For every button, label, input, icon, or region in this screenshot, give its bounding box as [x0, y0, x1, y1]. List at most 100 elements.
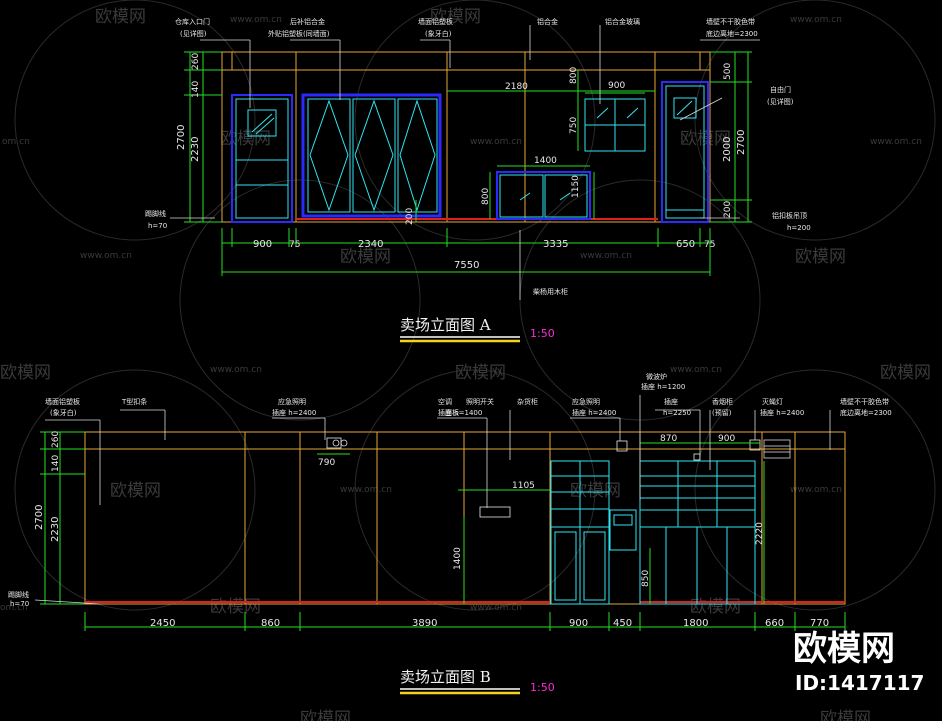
svg-text:插座 h=2400: 插座 h=2400	[760, 408, 804, 417]
svg-text:插座 h=2400: 插座 h=2400	[572, 408, 616, 417]
svg-text:www.om.cn: www.om.cn	[80, 251, 132, 261]
elevation-b-grocery-cabinet	[550, 460, 637, 605]
svg-text:2180: 2180	[505, 82, 528, 92]
svg-text:底边离地=2300: 底边离地=2300	[706, 29, 758, 38]
svg-text:260: 260	[51, 431, 61, 448]
elevation-b-fixtures	[326, 437, 791, 518]
svg-text:1400: 1400	[534, 156, 557, 166]
svg-text:www.om.cn: www.om.cn	[580, 251, 632, 261]
svg-text:欧模网: 欧模网	[340, 247, 391, 267]
svg-text:75: 75	[289, 240, 300, 250]
svg-text:墙面铝塑板: 墙面铝塑板	[45, 397, 80, 406]
svg-text:www.om.cn: www.om.cn	[470, 137, 522, 147]
svg-text:800: 800	[481, 188, 491, 205]
svg-text:香烟柜: 香烟柜	[712, 397, 733, 406]
svg-text:欧模网: 欧模网	[210, 597, 261, 617]
svg-text:插座 h=2400: 插座 h=2400	[272, 408, 316, 417]
elevation-b-leaders	[34, 395, 831, 605]
elevation-b-wall	[84, 431, 846, 605]
svg-text:870: 870	[660, 434, 677, 444]
svg-text:灭蝇灯: 灭蝇灯	[762, 397, 783, 406]
svg-text:www.om.cn: www.om.cn	[340, 485, 392, 495]
svg-text:铝合金: 铝合金	[537, 17, 558, 26]
svg-text:800: 800	[569, 67, 579, 84]
svg-text:微波炉: 微波炉	[646, 372, 667, 381]
svg-text:墙面铝塑板: 墙面铝塑板	[418, 17, 453, 26]
svg-text:om.cn: om.cn	[2, 137, 30, 147]
svg-text:仓库入口门: 仓库入口门	[175, 17, 210, 26]
svg-text:www.om.cn: www.om.cn	[670, 365, 722, 375]
svg-text:欧模网: 欧模网	[220, 129, 271, 149]
svg-text:1150: 1150	[571, 175, 581, 198]
svg-text:h=70: h=70	[10, 600, 29, 608]
svg-text:www.om.cn: www.om.cn	[210, 365, 262, 375]
svg-text:2700: 2700	[736, 130, 747, 155]
svg-text:欧模网: 欧模网	[880, 363, 931, 383]
elevation-a-base-cabinet	[496, 171, 591, 220]
svg-text:7550: 7550	[454, 260, 479, 271]
svg-text:插座 h=1200: 插座 h=1200	[641, 382, 685, 391]
svg-text:2220: 2220	[755, 522, 765, 545]
site-logo-id: ID:1417117	[795, 671, 924, 695]
watermark-text: 欧模网 www.om.cn 欧模网 www.om.cn 欧模网 www.om.c…	[0, 7, 931, 721]
elevation-b-scale: 1:50	[530, 681, 555, 694]
svg-text:欧模网: 欧模网	[795, 247, 846, 267]
svg-text:踢脚线: 踢脚线	[145, 209, 166, 218]
elevation-a-title-text: 卖场立面图 A	[400, 316, 491, 334]
svg-text:790: 790	[318, 458, 335, 468]
elevation-b-title: 卖场立面图 B 1:50	[400, 668, 555, 695]
site-logo: 欧模网 ID:1417117	[793, 629, 924, 695]
svg-text:插座 h=1400: 插座 h=1400	[438, 408, 482, 417]
svg-text:应急照明: 应急照明	[572, 397, 600, 406]
svg-text:1105: 1105	[512, 481, 535, 491]
elevation-a-swing-door	[661, 81, 709, 223]
svg-text:欧模网: 欧模网	[820, 709, 871, 721]
svg-text:墙壁不干胶色带: 墙壁不干胶色带	[840, 397, 889, 406]
svg-text:后补铝合金: 后补铝合金	[290, 17, 325, 26]
elevation-a: 900 75 2340 3335 650 75 7550 2180 900 14…	[145, 17, 811, 343]
svg-text:欧模网: 欧模网	[300, 709, 351, 721]
svg-text:空调: 空调	[438, 397, 452, 406]
elevation-b: 2450 860 3890 900 450 1800 660 770 790 1…	[8, 372, 892, 695]
svg-text:75: 75	[704, 240, 715, 250]
elevation-b-title-text: 卖场立面图 B	[400, 668, 491, 686]
svg-text:900: 900	[718, 434, 735, 444]
svg-text:2700: 2700	[34, 505, 45, 530]
svg-text:750: 750	[569, 117, 579, 134]
svg-text:660: 660	[765, 618, 784, 629]
svg-text:2230: 2230	[50, 517, 61, 542]
svg-text:欧模网: 欧模网	[95, 7, 146, 27]
svg-text:3890: 3890	[412, 618, 437, 629]
svg-text:欧模网: 欧模网	[430, 7, 481, 27]
svg-text:140: 140	[191, 81, 201, 98]
elevation-b-notes: 墙面铝塑板 (象牙白) T型扣条 应急照明 插座 h=2400 空调 插座 h=…	[8, 372, 892, 608]
svg-text:欧模网: 欧模网	[680, 129, 731, 149]
svg-text:h=2250: h=2250	[663, 409, 691, 417]
svg-text:杂货柜: 杂货柜	[517, 397, 538, 406]
svg-text:(象牙白): (象牙白)	[425, 29, 452, 38]
elevation-a-wall-cabinet	[584, 98, 646, 152]
svg-text:2450: 2450	[150, 618, 175, 629]
elevation-a-notes: 仓库入口门 (见详图) 后补铝合金 外贴铝塑板(同墙面) 墙面铝塑板 (象牙白)…	[145, 17, 811, 296]
svg-text:1800: 1800	[683, 618, 708, 629]
svg-text:欧模网: 欧模网	[455, 363, 506, 383]
svg-text:850: 850	[641, 570, 651, 587]
elevation-a-dimensions	[184, 51, 752, 276]
svg-text:200: 200	[723, 201, 733, 218]
svg-text:照明开关: 照明开关	[466, 397, 494, 406]
svg-text:200: 200	[405, 208, 415, 225]
svg-text:欧模网: 欧模网	[110, 481, 161, 501]
svg-text:踢脚线: 踢脚线	[8, 590, 29, 599]
elevation-a-storage-door	[231, 94, 293, 223]
svg-text:(预留): (预留)	[712, 408, 732, 417]
svg-text:900: 900	[569, 618, 588, 629]
elevation-b-dimension-text: 2450 860 3890 900 450 1800 660 770 790 1…	[34, 431, 829, 629]
svg-text:欧模网: 欧模网	[0, 363, 51, 383]
svg-text:自由门: 自由门	[770, 85, 791, 94]
svg-text:om.cn: om.cn	[0, 603, 28, 613]
svg-text:650: 650	[676, 239, 695, 250]
svg-text:2700: 2700	[176, 125, 187, 150]
svg-text:(象牙白): (象牙白)	[50, 408, 77, 417]
svg-text:www.om.cn: www.om.cn	[870, 137, 922, 147]
svg-text:3335: 3335	[543, 239, 568, 250]
